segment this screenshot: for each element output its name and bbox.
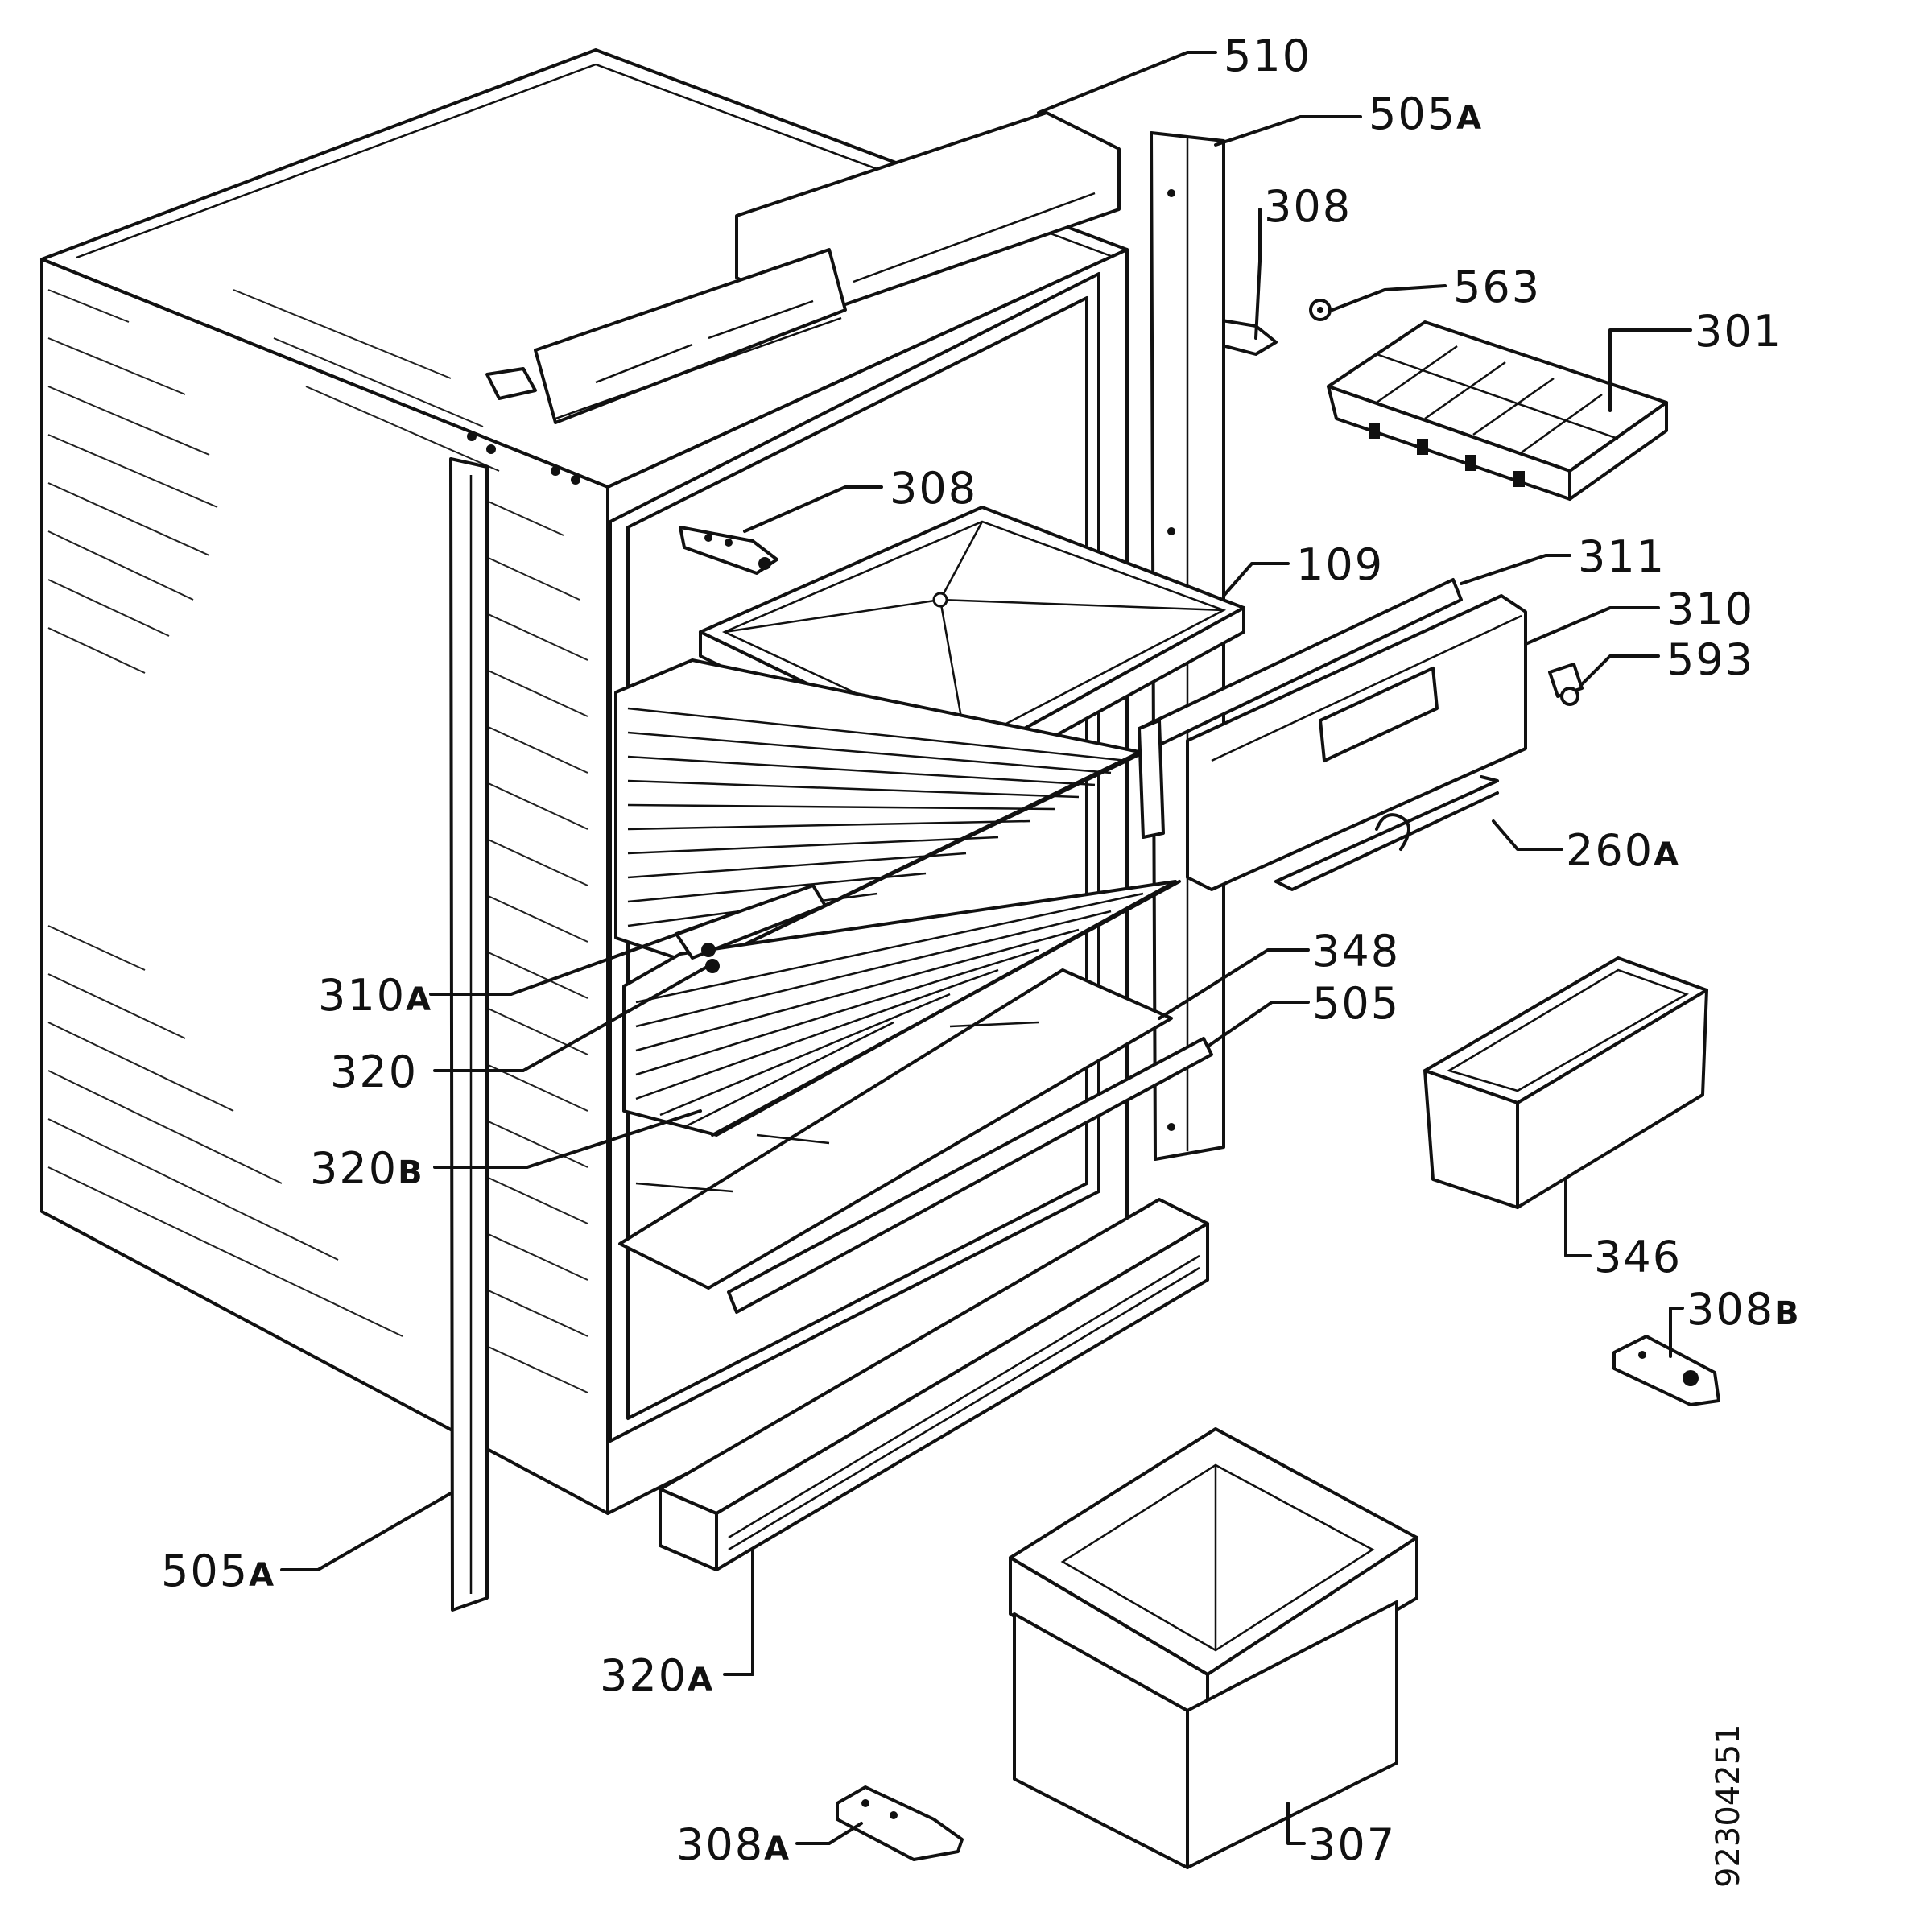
callout-593: 593 [1666, 634, 1754, 685]
callout-307: 307 [1308, 1819, 1396, 1870]
callout-308-mid: 308 [890, 463, 977, 514]
callout-563: 563 [1453, 262, 1541, 312]
trim-strip-505 [727, 1037, 1213, 1314]
freezer-door-frame-311 [1138, 578, 1463, 839]
door-bin-346 [1423, 956, 1708, 1209]
crisper-drawer-307 [1009, 1427, 1418, 1869]
callout-301: 301 [1695, 306, 1782, 357]
hinge-bracket-308a [836, 1785, 964, 1861]
glass-shelf-348 [618, 968, 1173, 1290]
side-panel-shading [47, 289, 588, 1393]
clip-593 [1548, 663, 1584, 706]
callout-505: 505 [1312, 978, 1400, 1029]
callout-320a: 320A [600, 1650, 714, 1701]
callout-320: 320 [330, 1046, 418, 1097]
callout-308b: 308B [1687, 1284, 1801, 1335]
ice-cube-tray-301 [1327, 320, 1668, 501]
wire-shelf-320-upper [614, 658, 1149, 968]
callout-505a-bottom: 505A [161, 1546, 275, 1596]
drawing-number: 92304251 [1710, 1724, 1747, 1888]
hinge-bracket-308-mid [679, 526, 778, 575]
frame-screws [467, 431, 580, 485]
callout-310: 310 [1666, 584, 1754, 634]
callout-310a: 310A [318, 970, 432, 1021]
callout-311: 311 [1578, 531, 1666, 582]
plug-563 [1309, 299, 1332, 321]
freezer-door-310 [1186, 594, 1527, 891]
callout-260a: 260A [1566, 825, 1680, 876]
callout-505a-top: 505A [1369, 89, 1483, 139]
callout-320b: 320B [310, 1143, 424, 1194]
callout-346: 346 [1594, 1232, 1682, 1282]
callout-308-top: 308 [1264, 181, 1352, 232]
callout-510: 510 [1224, 31, 1311, 81]
vertical-trim-strip-505a-left [449, 457, 489, 1612]
callout-109: 109 [1296, 539, 1384, 590]
callout-308a: 308A [676, 1819, 791, 1870]
callout-labels: 510 505A 308 563 301 308 109 311 310 593… [161, 31, 1801, 1870]
leader-lines [280, 51, 1692, 1845]
hinge-bracket-308b [1612, 1335, 1720, 1406]
door-shelf-320a [659, 1198, 1209, 1571]
callout-348: 348 [1312, 926, 1400, 976]
freezer-evaporator-unit [485, 111, 1121, 424]
wire-hinge-260a [1274, 775, 1499, 891]
wire-shelf-320-lower [622, 880, 1181, 1137]
door-hinge-310a [675, 884, 827, 960]
